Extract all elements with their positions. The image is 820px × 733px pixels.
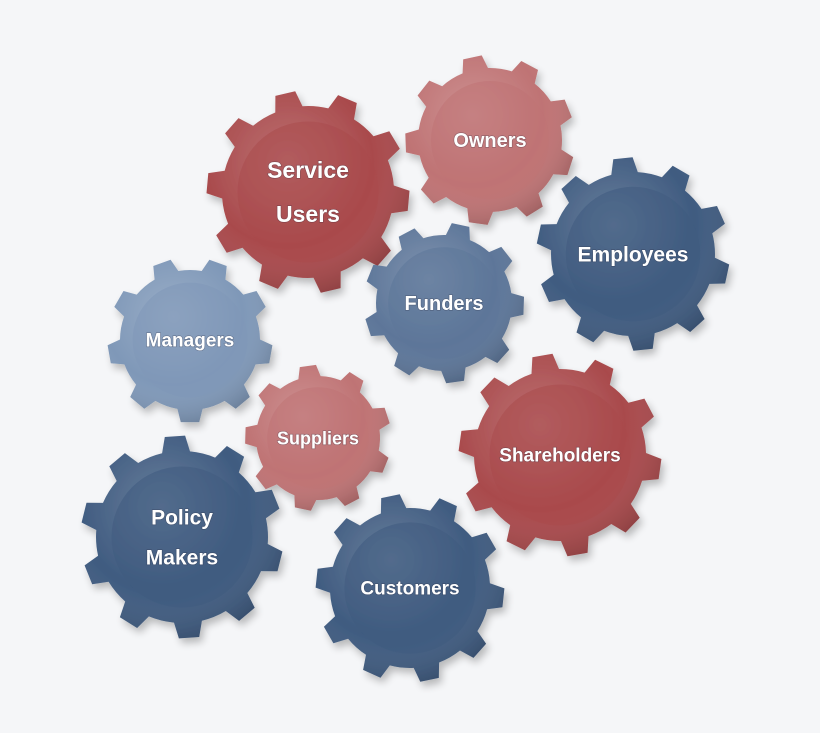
- gear-hub: [431, 81, 549, 199]
- gear-employees: Employees: [536, 157, 730, 351]
- gear-label-customers: Customers: [360, 579, 459, 600]
- gear-label-managers: Managers: [146, 331, 235, 352]
- gear-label-funders: Funders: [405, 293, 484, 315]
- gear-hub: [237, 121, 379, 263]
- gear-shareholders: Shareholders: [458, 353, 662, 557]
- gear-label-shareholders: Shareholders: [499, 446, 620, 467]
- gear-label-suppliers: Suppliers: [277, 428, 359, 448]
- gear-label-line: Policy: [151, 506, 213, 529]
- gear-funders: Funders: [365, 223, 524, 384]
- gear-suppliers: Suppliers: [245, 364, 390, 511]
- gear-label-line: Users: [276, 201, 340, 227]
- gear-label-owners: Owners: [453, 130, 526, 152]
- gear-label-line: Suppliers: [277, 428, 359, 448]
- gear-hub: [489, 384, 631, 526]
- gear-hub: [267, 387, 369, 489]
- gear-hub: [565, 186, 701, 322]
- gear-owners: Owners: [405, 55, 574, 225]
- gear-hub: [111, 466, 253, 608]
- gear-label-employees: Employees: [578, 243, 689, 266]
- gear-label-line: Funders: [405, 293, 484, 315]
- gear-label-line: Shareholders: [499, 446, 620, 467]
- gear-label-line: Makers: [146, 546, 218, 569]
- gear-label-line: Service: [267, 157, 349, 183]
- gear-label-line: Employees: [578, 243, 689, 266]
- gear-hub: [388, 247, 500, 359]
- gear-hub: [344, 522, 476, 654]
- gear-hub: [132, 282, 248, 398]
- gear-label-line: Owners: [453, 130, 526, 152]
- gear-label-line: Customers: [360, 579, 459, 600]
- gear-label-line: Managers: [146, 331, 235, 352]
- gear-customers: Customers: [315, 494, 505, 682]
- gear-managers: Managers: [107, 259, 273, 423]
